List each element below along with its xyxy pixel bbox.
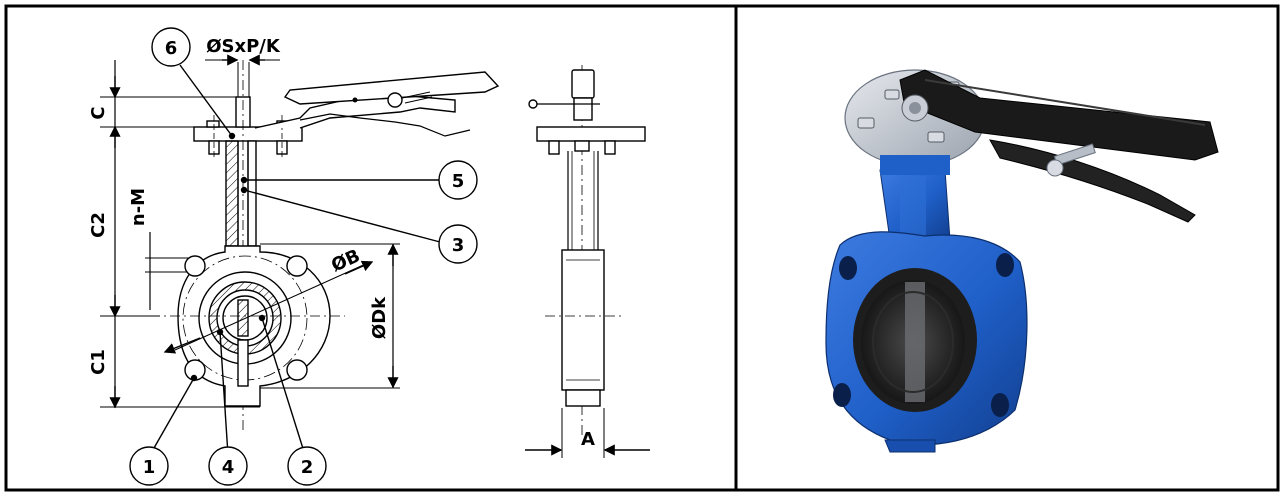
callout-1: 1 <box>143 457 156 478</box>
dim-b-label: ØB <box>328 245 363 276</box>
callout-circle-6 <box>151 27 191 67</box>
dim-dk-label: ØDk <box>369 296 390 339</box>
technical-drawing <box>100 27 650 486</box>
callout-circle-1 <box>129 446 169 486</box>
dim-c-label: C <box>88 106 109 119</box>
callout-2: 2 <box>301 457 314 478</box>
callout-4: 4 <box>222 457 235 478</box>
callout-circle-4 <box>208 446 248 486</box>
callout-circle-2 <box>287 446 327 486</box>
trigger-lever <box>989 139 1196 223</box>
dim-shaft-label: ØSxP/K <box>206 36 281 57</box>
dim-a-label: A <box>581 429 595 450</box>
dim-nm-label: n-M <box>128 188 149 226</box>
dim-c1-label: C1 <box>88 349 109 375</box>
callout-6: 6 <box>165 38 178 59</box>
callout-3: 3 <box>452 235 465 256</box>
valve-render <box>825 69 1219 453</box>
outer-frame <box>4 4 1280 492</box>
callout-circle-3 <box>438 224 478 264</box>
dim-c2-label: C2 <box>88 212 109 238</box>
callout-5: 5 <box>452 171 465 192</box>
callout-circle-5 <box>438 160 478 200</box>
